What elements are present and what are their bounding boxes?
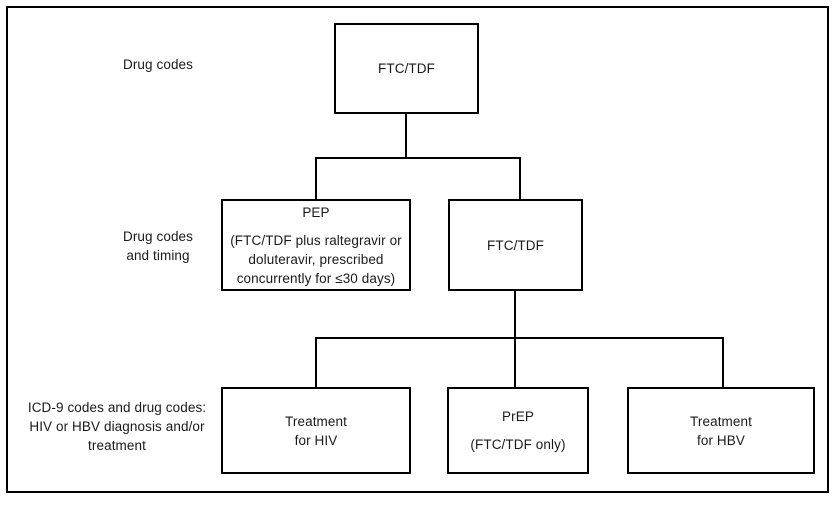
- row-label-1-line-1: Drug codes: [122, 57, 194, 72]
- node-prep: PrEP (FTC/TDF only): [447, 387, 589, 474]
- row-label-drug-codes: Drug codes: [80, 55, 236, 74]
- row-label-3-line-1: ICD-9 codes and drug codes:: [27, 400, 207, 415]
- node-treatment-hbv-line-2: for HBV: [697, 432, 745, 448]
- node-ftc-tdf-top-label: FTC/TDF: [378, 61, 435, 76]
- row-label-drug-codes-and-timing: Drug codes and timing: [80, 227, 236, 265]
- row-label-2-line-1: Drug codes: [122, 229, 194, 244]
- node-pep: PEP (FTC/TDF plus raltegravir or doluter…: [221, 199, 411, 291]
- node-pep-sub-line-1: (FTC/TDF plus raltegravir or: [230, 232, 402, 248]
- node-pep-subtitle: (FTC/TDF plus raltegravir or doluteravir…: [230, 231, 402, 288]
- node-treatment-hiv-line-1: Treatment: [285, 413, 347, 429]
- node-ftc-tdf-top: FTC/TDF: [334, 23, 479, 114]
- node-treatment-hbv-line-1: Treatment: [690, 413, 752, 429]
- row-label-icd9-codes: ICD-9 codes and drug codes: HIV or HBV d…: [14, 398, 220, 455]
- node-ftc-tdf-middle: FTC/TDF: [448, 199, 583, 291]
- row-label-2-line-2: and timing: [126, 248, 190, 263]
- node-treatment-for-hbv: Treatment for HBV: [627, 387, 815, 474]
- connector-to-pep: [315, 157, 317, 200]
- node-treatment-for-hiv: Treatment for HIV: [221, 387, 411, 474]
- connector-to-prep: [514, 337, 516, 388]
- connector-ftc-mid-stem: [514, 291, 516, 339]
- node-pep-title: PEP: [302, 204, 330, 220]
- node-treatment-hiv-line-2: for HIV: [294, 432, 338, 448]
- connector-level1-bar: [315, 157, 521, 159]
- node-prep-subtitle: (FTC/TDF only): [470, 437, 566, 452]
- connector-level2-bar: [315, 337, 724, 339]
- node-pep-sub-line-3: concurrently for ≤30 days): [236, 270, 396, 286]
- connector-to-ftc-mid: [519, 157, 521, 200]
- node-prep-title: PrEP: [502, 409, 534, 424]
- connector-to-treatment-hbv: [722, 337, 724, 388]
- node-pep-sub-line-2: doluteravir, prescribed: [248, 251, 384, 267]
- row-label-3-line-3: treatment: [88, 438, 146, 453]
- connector-to-treatment-hiv: [315, 337, 317, 388]
- connector-ftc-top-stem: [405, 114, 407, 158]
- row-label-3-line-2: HIV or HBV diagnosis and/or: [29, 419, 205, 434]
- node-ftc-tdf-middle-label: FTC/TDF: [487, 237, 544, 253]
